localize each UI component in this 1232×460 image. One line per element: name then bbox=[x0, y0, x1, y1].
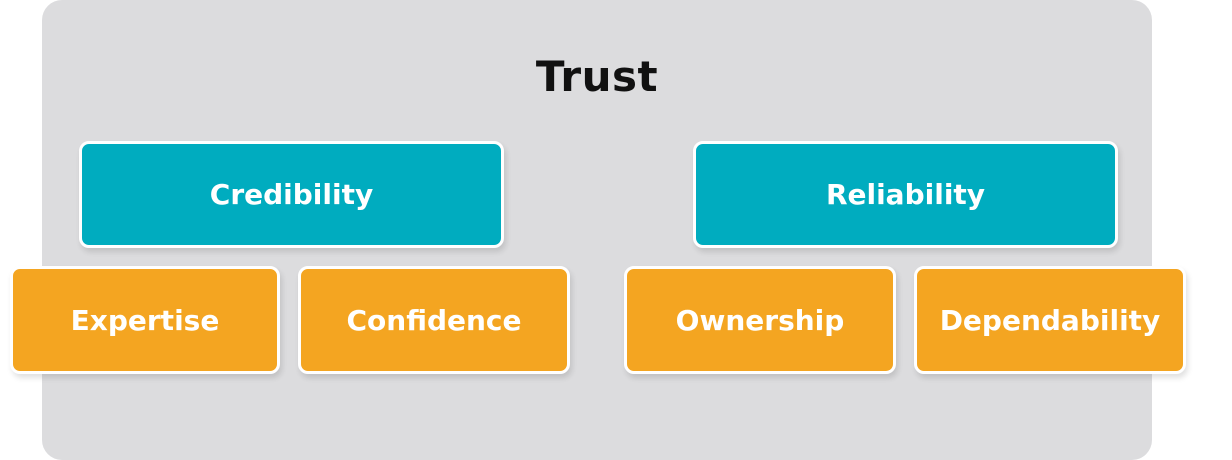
attribute-label: Confidence bbox=[346, 303, 522, 337]
attribute-label: Dependability bbox=[939, 303, 1161, 337]
pillar-credibility: Credibility bbox=[79, 141, 504, 248]
pillar-label: Credibility bbox=[209, 178, 374, 211]
attribute-label: Expertise bbox=[70, 303, 220, 337]
attribute-ownership: Ownership bbox=[624, 266, 896, 374]
attribute-confidence: Confidence bbox=[298, 266, 570, 374]
attribute-expertise: Expertise bbox=[10, 266, 280, 374]
pillar-reliability: Reliability bbox=[693, 141, 1118, 248]
attribute-dependability: Dependability bbox=[914, 266, 1186, 374]
pillar-label: Reliability bbox=[825, 178, 986, 211]
attribute-label: Ownership bbox=[675, 303, 845, 337]
diagram-title: Trust bbox=[535, 52, 659, 101]
